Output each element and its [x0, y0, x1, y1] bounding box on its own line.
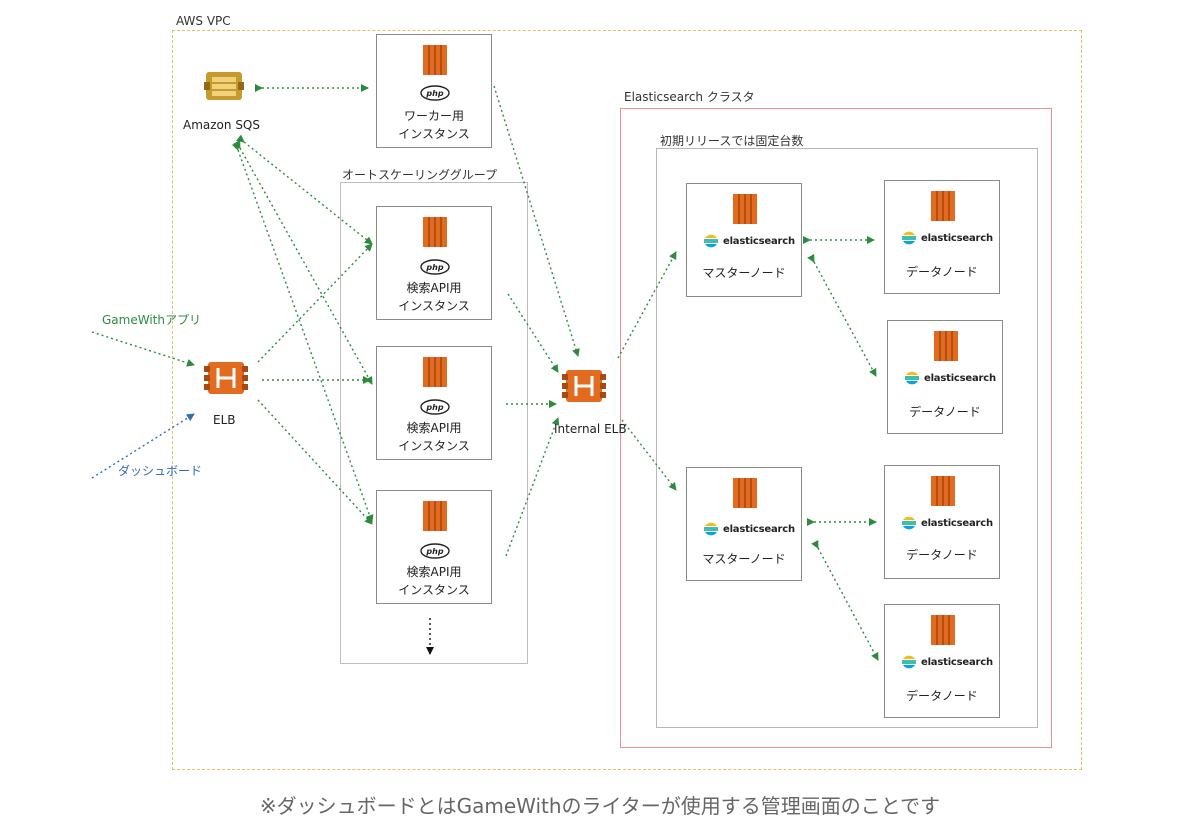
- ec2-instance-icon: [733, 478, 757, 508]
- ec2-instance-icon: [934, 331, 958, 361]
- svg-text:php: php: [425, 403, 443, 412]
- master-node-label: マスターノード: [702, 552, 786, 566]
- ec2-instance-icon: [423, 217, 447, 247]
- ec2-instance-icon: [423, 357, 447, 387]
- gamewith-app-label: GameWithアプリ: [102, 313, 201, 327]
- arrow-api1-ielb: [507, 293, 559, 373]
- elasticsearch-logo: elasticsearch: [703, 232, 795, 250]
- worker-line2: インスタンス: [398, 127, 470, 141]
- master-node-label: マスターノード: [702, 266, 786, 280]
- master-node-card: elasticsearch マスターノード: [686, 467, 802, 581]
- search-api-instance-card: php 検索API用 インスタンス: [376, 490, 492, 604]
- ec2-instance-icon: [931, 191, 955, 221]
- elb-label: ELB: [213, 413, 236, 427]
- worker-line1: ワーカー用: [403, 109, 464, 123]
- fixed-count-group-label: 初期リリースでは固定台数: [660, 134, 804, 148]
- search-api-instance-card: php 検索API用 インスタンス: [376, 206, 492, 320]
- elasticsearch-icon: [902, 516, 916, 530]
- dashboard-label: ダッシュボード: [118, 464, 203, 478]
- arrow-master1-data2: [807, 253, 877, 377]
- php-logo-icon: php: [420, 259, 450, 275]
- internal-elb-label: Internal ELB: [554, 422, 627, 436]
- elasticsearch-cluster-label: Elasticsearch クラスタ: [624, 90, 755, 104]
- sqs-icon: [204, 72, 244, 100]
- footnote: ※ダッシュボードとはGameWithのライターが使用する管理画面のことです: [259, 794, 941, 818]
- svg-text:php: php: [425, 263, 443, 272]
- elasticsearch-icon: [704, 522, 718, 536]
- search-api-line2: インスタンス: [398, 299, 470, 313]
- autoscaling-group-label: オートスケーリンググループ: [342, 168, 498, 182]
- svg-text:php: php: [425, 89, 443, 98]
- data-node-card: elasticsearch データノード: [884, 604, 1000, 718]
- svg-text:php: php: [425, 547, 443, 556]
- data-node-card: elasticsearch データノード: [884, 465, 1000, 579]
- arrow-ielb-master2: [621, 419, 677, 491]
- ec2-instance-icon: [423, 501, 447, 531]
- arrow-worker-ielb: [493, 85, 580, 357]
- elasticsearch-logo: elasticsearch: [904, 369, 996, 387]
- vpc-label: AWS VPC: [176, 14, 231, 28]
- fixed-count-group-region: [656, 148, 1038, 728]
- elasticsearch-logo: elasticsearch: [901, 229, 993, 247]
- arrow-ielb-master1: [617, 251, 677, 359]
- elasticsearch-icon: [902, 231, 916, 245]
- elasticsearch-icon: [905, 371, 919, 385]
- data-node-card: elasticsearch データノード: [887, 320, 1003, 434]
- data-node-label: データノード: [909, 405, 981, 419]
- search-api-line2: インスタンス: [398, 583, 470, 597]
- arrow-master2-data4: [811, 539, 879, 661]
- internal-elb-icon: [562, 370, 606, 402]
- data-node-label: データノード: [906, 689, 978, 703]
- php-logo-icon: php: [420, 85, 450, 101]
- ec2-instance-icon: [733, 194, 757, 224]
- elasticsearch-logo: elasticsearch: [901, 653, 993, 671]
- php-logo-icon: php: [420, 543, 450, 559]
- arrow-elb-api3: [257, 399, 373, 525]
- data-node-card: elasticsearch データノード: [884, 180, 1000, 294]
- arrow-dashboard-elb: [91, 413, 195, 479]
- php-logo-icon: php: [420, 399, 450, 415]
- search-api-line1: 検索API用: [406, 281, 462, 295]
- data-node-label: データノード: [906, 265, 978, 279]
- arrow-sqs-api3: [231, 142, 374, 523]
- data-node-label: データノード: [906, 548, 978, 562]
- arrow-api3-ielb: [505, 417, 560, 557]
- search-api-line1: 検索API用: [406, 421, 462, 435]
- vpc-region: [172, 30, 1082, 770]
- arrow-sqs-api1: [236, 134, 373, 245]
- elasticsearch-logo: elasticsearch: [901, 514, 993, 532]
- search-api-line2: インスタンス: [398, 439, 470, 453]
- arrow-app-elb: [91, 331, 195, 367]
- sqs-label: Amazon SQS: [183, 118, 260, 132]
- elasticsearch-icon: [704, 234, 718, 248]
- search-api-instance-card: php 検索API用 インスタンス: [376, 346, 492, 460]
- master-node-card: elasticsearch マスターノード: [686, 183, 802, 297]
- worker-instance-card: php ワーカー用 インスタンス: [376, 34, 492, 148]
- arrow-elb-api1: [257, 243, 373, 363]
- elasticsearch-logo: elasticsearch: [703, 520, 795, 538]
- elasticsearch-cluster-region: [620, 108, 1052, 748]
- search-api-line1: 検索API用: [406, 565, 462, 579]
- elasticsearch-icon: [902, 655, 916, 669]
- ec2-instance-icon: [931, 615, 955, 645]
- ec2-instance-icon: [423, 45, 447, 75]
- ec2-instance-icon: [931, 476, 955, 506]
- arrow-sqs-api2: [233, 139, 373, 385]
- elb-icon: [204, 362, 248, 394]
